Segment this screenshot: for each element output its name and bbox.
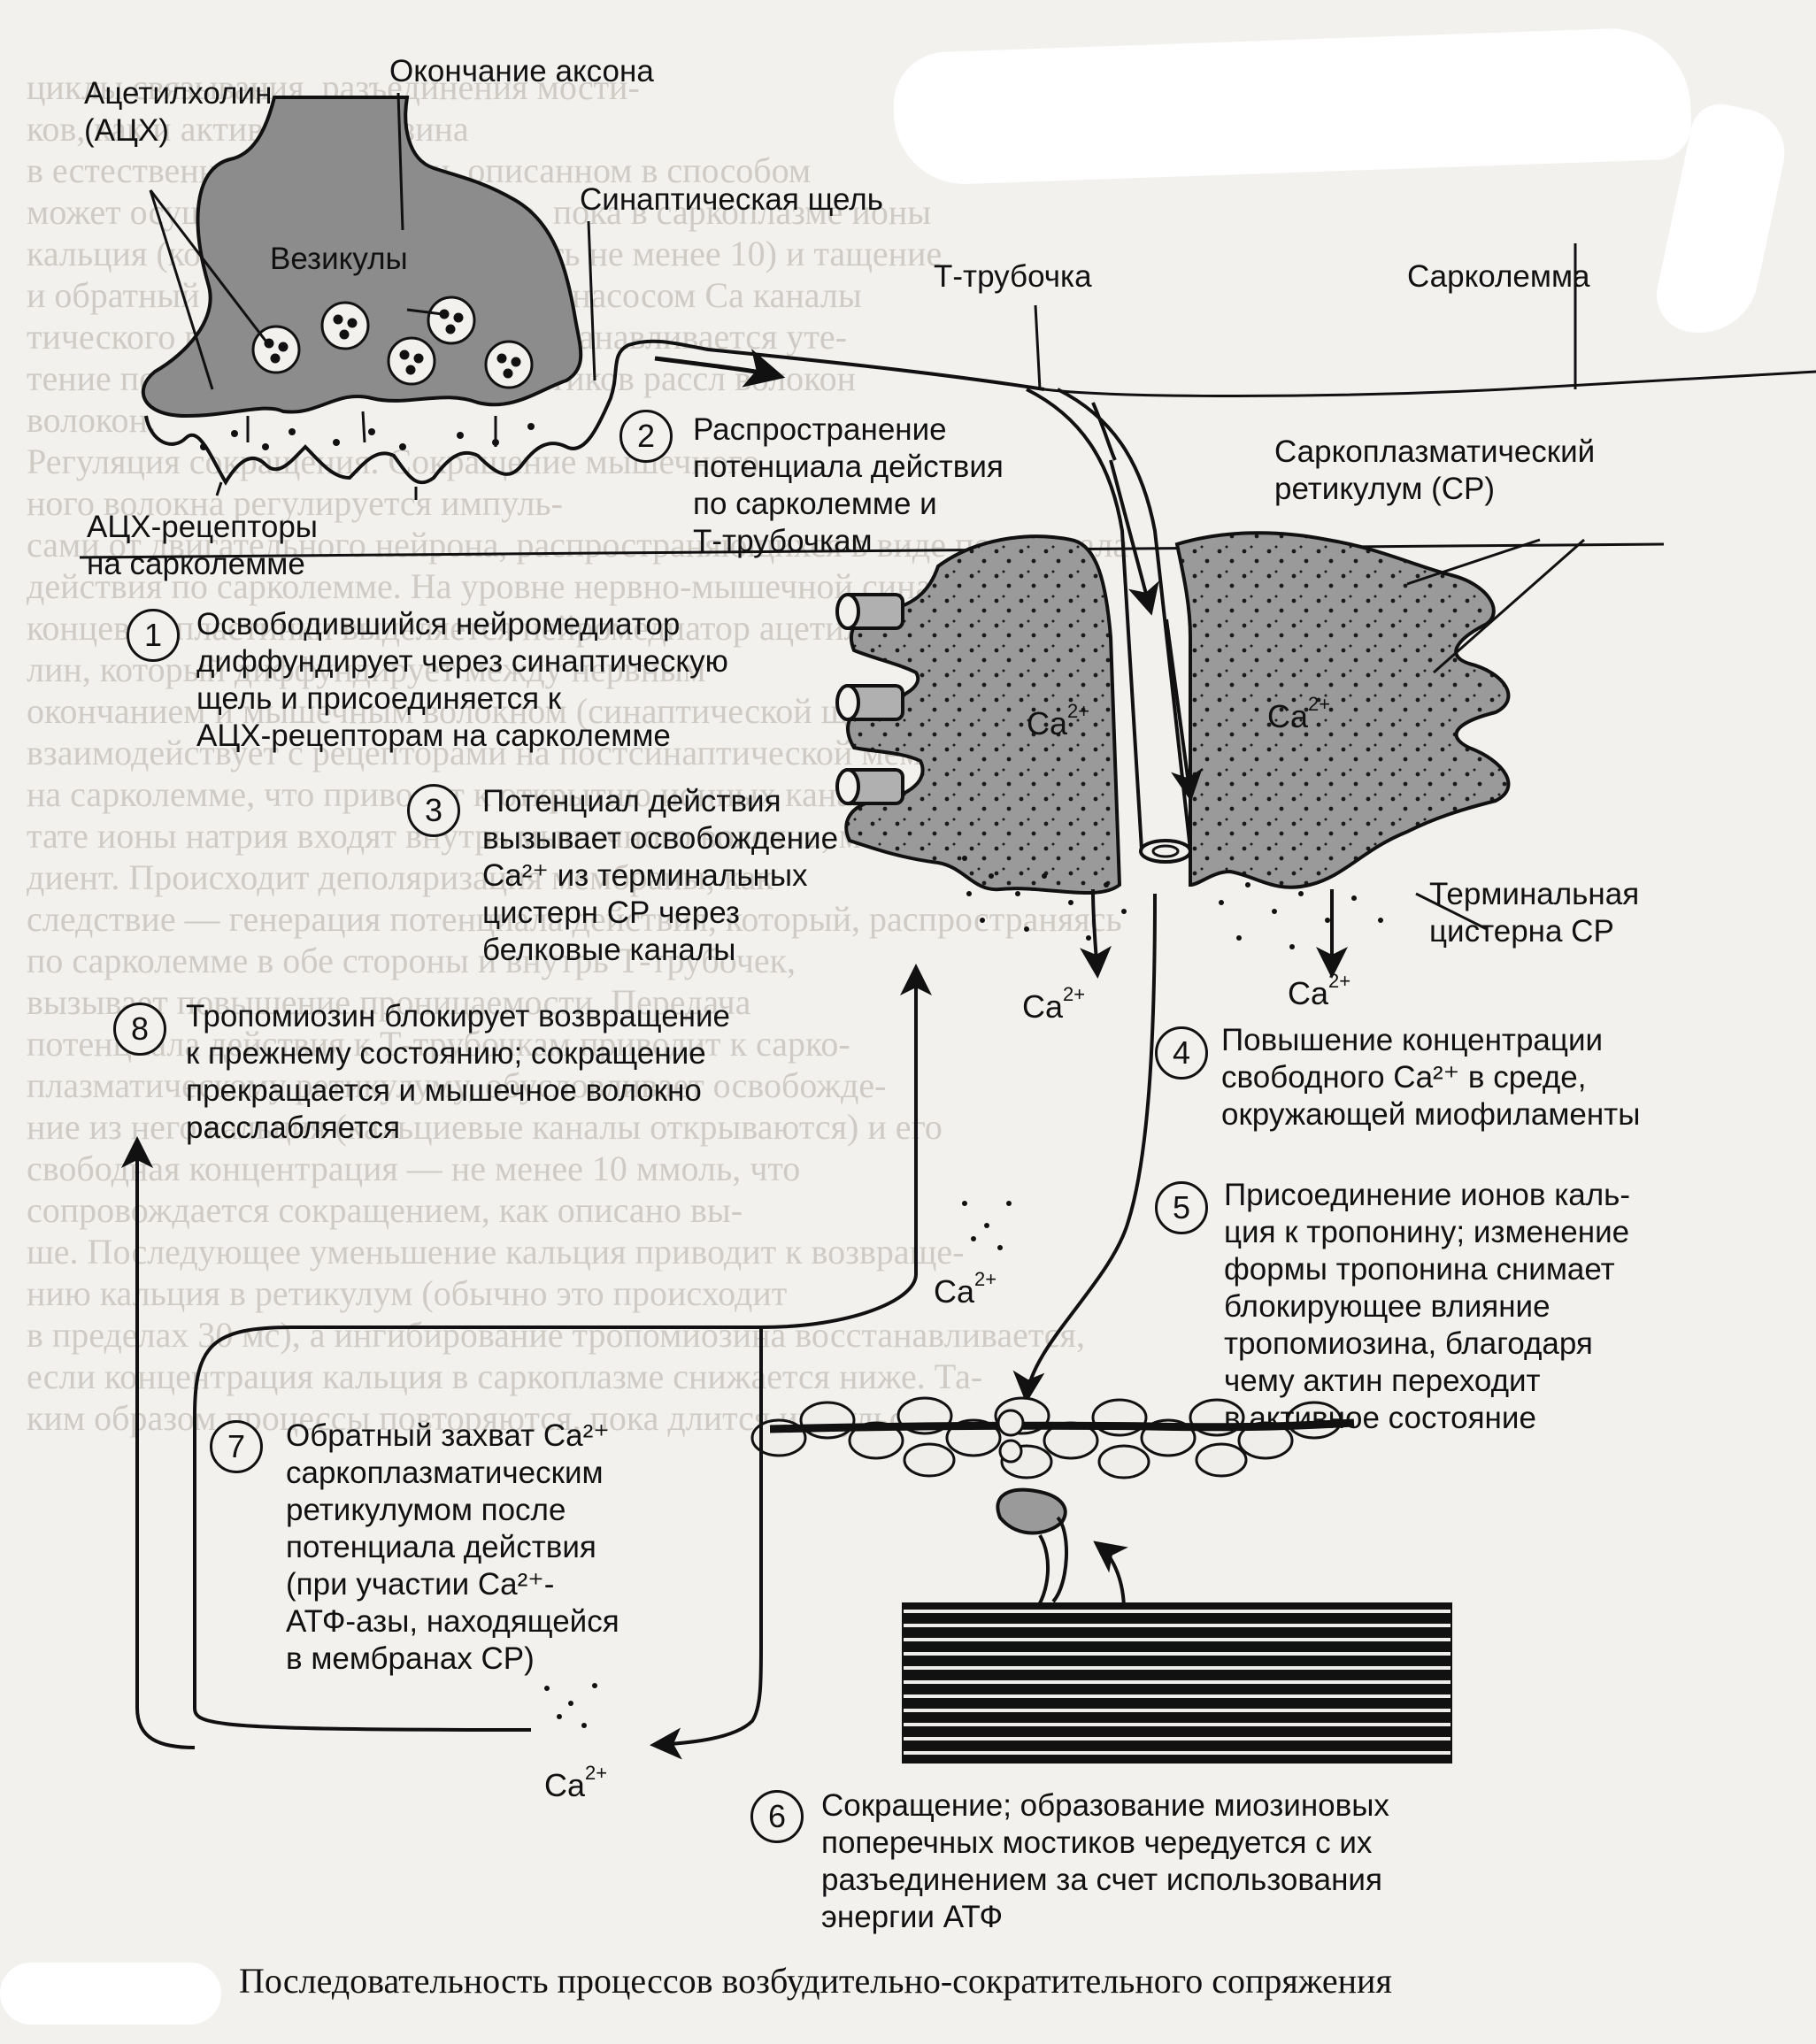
ach-molecules xyxy=(200,423,535,450)
bleed-through-line: волокон. xyxy=(27,400,157,440)
step-2-text: Распространение потенциала действия по с… xyxy=(693,412,1004,558)
ca-dots-reuptake xyxy=(544,1683,597,1728)
bleed-through-line: плазматическому ретикулуму, обусловливае… xyxy=(27,1065,887,1105)
label-vesicles: Везикулы xyxy=(270,242,408,276)
label-acetylcholine: Ацетилхолин (АЦХ) xyxy=(84,76,273,148)
step-8-number: 8 xyxy=(113,1003,166,1056)
label-sarcolemma: Сарколемма xyxy=(1407,259,1590,294)
step-5-text: Присоединение ионов каль- ция к тропонин… xyxy=(1224,1178,1631,1435)
step-3-text: Потенциал действия вызывает освобождение… xyxy=(482,784,839,967)
ca-label-sr-left: Ca2+ xyxy=(1027,700,1090,742)
redaction-blot-bottom xyxy=(0,1963,221,2025)
myosin-filament xyxy=(902,1602,1452,1764)
axon-terminal xyxy=(141,96,583,419)
sarcolemma-membrane xyxy=(1043,370,1816,397)
bleed-through-line: нию кальция в ретикулум (обычно это прои… xyxy=(27,1273,788,1313)
bleed-through-line: свободная концентрация — не менее 10 ммо… xyxy=(27,1149,801,1188)
bleed-through-line: следствие — генерация потенциала действи… xyxy=(27,899,1122,939)
label-terminal-cistern: Терминальная цистерна СР xyxy=(1429,877,1640,949)
bleed-through-line: ше. Последующее уменьшение кальция приво… xyxy=(27,1232,965,1272)
step-6-text: Сокращение; образование миозиновых попер… xyxy=(821,1788,1389,1934)
label-axon-ending: Окончание аксона xyxy=(389,54,654,88)
label-synaptic-cleft: Синаптическая щель xyxy=(580,182,883,217)
bleed-through-line: взаимодействует с рецепторами на постсин… xyxy=(27,733,1008,772)
step-7-text: Обратный захват Ca²⁺ саркоплазматическим… xyxy=(286,1418,619,1676)
step-4-number: 4 xyxy=(1155,1026,1208,1080)
ca-dots-release xyxy=(962,856,1383,949)
bleed-through-line: в пределах 30 мс), а ингибирование тропо… xyxy=(27,1315,1085,1355)
step-3-number: 3 xyxy=(407,784,460,837)
sr-tubes xyxy=(835,593,904,805)
figure-caption: Последовательность процессов возбудитель… xyxy=(239,1961,1392,2001)
bleed-through-line: ного волокна регулируется импуль- xyxy=(27,483,563,523)
leader-lines xyxy=(149,92,1585,931)
bleed-through-line: если концентрация кальция в саркоплазме … xyxy=(27,1356,983,1396)
ca-label-reuptake: Ca2+ xyxy=(544,1762,608,1803)
t-tubule xyxy=(1026,388,1143,850)
step-2-number: 2 xyxy=(619,410,673,463)
ach-receptors xyxy=(215,411,497,500)
ca-dots-myofilament xyxy=(962,1201,1012,1250)
tropomyosin xyxy=(769,1418,1355,1433)
ca-label-release-right: Ca2+ xyxy=(1288,970,1351,1011)
label-t-tubule: Т-трубочка xyxy=(934,259,1092,294)
sr-right xyxy=(1174,531,1511,889)
label-ach-receptors: АЦХ-рецепторы на сарколемме xyxy=(87,510,318,581)
bleed-through-line: ние из него кальция (кальциевые каналы о… xyxy=(27,1107,943,1147)
bleed-through-line: сопровождается сокращением, как описано … xyxy=(27,1190,743,1230)
bleed-through-line: по сарколемме в обе стороны и внутрь Т-т… xyxy=(27,941,796,980)
step-6-number: 6 xyxy=(750,1790,804,1843)
postsynaptic-membrane xyxy=(144,339,1045,486)
vesicles xyxy=(251,296,534,389)
ca-label-sr-right: Ca2+ xyxy=(1267,693,1331,734)
myosin-head xyxy=(996,1487,1067,1535)
bleed-through-line: окончанием и мышечным волокном (синаптич… xyxy=(27,691,965,731)
step-1-text: Освободившийся нейромедиатор диффундируе… xyxy=(196,607,728,753)
step-4-text: Повышение концентрации свободного Ca²⁺ в… xyxy=(1221,1023,1641,1132)
step-7-number: 7 xyxy=(210,1420,263,1473)
step-1-number: 1 xyxy=(127,609,180,662)
fiber-boundary-line xyxy=(79,542,1665,559)
ca-label-release-left: Ca2+ xyxy=(1022,983,1086,1025)
step-5-number: 5 xyxy=(1155,1181,1208,1234)
bleed-through-line: сами от двигательного нейрона, распростр… xyxy=(27,525,1129,565)
step-8-text: Тропомиозин блокирует возвращение к преж… xyxy=(186,999,731,1145)
bleed-through-line: диент. Происходит деполяризация мембраны… xyxy=(27,857,773,897)
troponin xyxy=(996,1409,1025,1437)
label-sarcoplasmic-reticulum: Саркоплазматический ретикулум (СР) xyxy=(1274,434,1596,506)
ca-label-myofilament: Ca2+ xyxy=(934,1268,997,1310)
bleed-through-line: действия по сарколемме. На уровне нервно… xyxy=(27,566,982,606)
